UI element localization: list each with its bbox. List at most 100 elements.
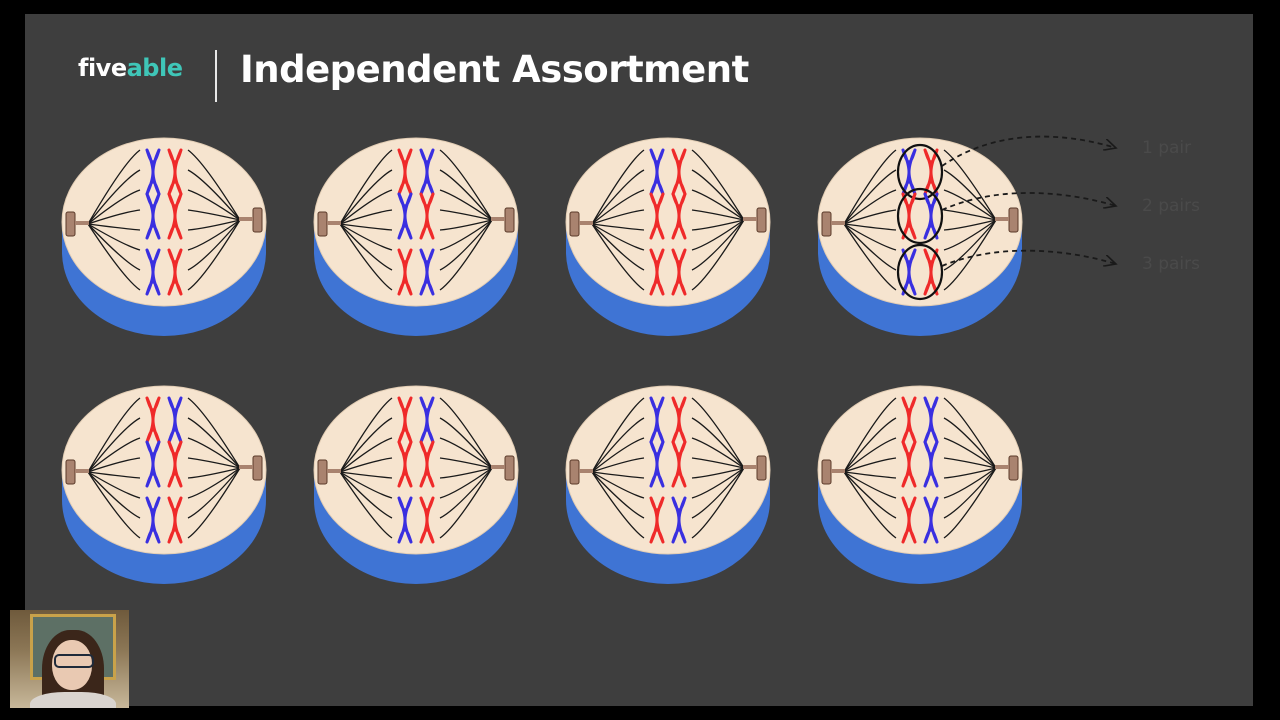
webcam-presenter-glasses [54,654,94,668]
spindle-fiber [943,467,997,499]
spindle-fiber [943,219,997,231]
spindle-fiber [187,467,241,479]
spindle-fiber [439,219,493,271]
spindle-fiber [591,397,645,473]
spindle-fiber [691,219,745,251]
spindle-fiber [87,397,141,473]
chromosome [145,248,161,296]
cell-cytoplasm [817,137,1023,307]
chromosome [145,440,161,488]
spindle-fiber [943,219,997,271]
spindle-fiber [691,457,745,469]
centrosome-stalk [831,221,845,225]
spindle-fiber [691,397,745,469]
spindle-fiber [187,169,241,221]
centrosome-stalk [327,469,341,473]
chromosome [649,396,665,444]
centrosome-stalk [995,217,1009,221]
spindle-fiber [943,467,997,519]
spindle-fiber [943,467,997,539]
cell-8 [817,385,1023,584]
chromosome [649,248,665,296]
centrosome-stalk [579,469,593,473]
fiveable-logo: fiveable [78,54,183,82]
centrosome [821,211,832,237]
chromosome [397,440,413,488]
spindle-fiber [691,209,745,221]
pair-circle [896,187,944,245]
spindle-fiber [843,417,897,473]
chromosome [419,396,435,444]
pair-arrow [941,135,1116,167]
spindle-fiber [339,223,393,291]
spindle-fiber [87,209,141,225]
spindle-fiber [439,149,493,221]
cell-1 [61,137,267,336]
logo-text-five: five [78,54,127,82]
spindle-fiber [843,471,897,519]
chromosome [923,396,939,444]
pair-circle [896,143,944,201]
chromosome [397,148,413,196]
spindle-fiber [691,437,745,469]
chromosome [901,148,917,196]
spindle-fiber [439,467,493,539]
chromosome [649,148,665,196]
spindle-fiber [439,467,493,479]
centrosome [65,459,76,485]
centrosome [1008,207,1019,233]
chromosome [167,248,183,296]
cell-cytoplasm [565,137,771,307]
spindle-fiber [87,223,141,271]
pair-arrow [941,249,1116,266]
spindle-fiber [591,457,645,473]
chromosome [397,496,413,544]
cell-7 [565,385,771,584]
pair-label: 3 pairs [1142,254,1200,274]
chromosome [419,496,435,544]
spindle-fiber [943,457,997,469]
pair-label: 1 pair [1142,138,1191,158]
chromosome [671,192,687,240]
pair-circle [896,243,944,301]
spindle-fiber [691,467,745,499]
centrosome-stalk [743,465,757,469]
spindle-fiber [843,457,897,473]
chromosome [167,496,183,544]
spindle-fiber [187,467,241,499]
spindle-fiber [87,457,141,473]
spindle-fiber [691,189,745,221]
spindle-fiber [339,471,393,539]
spindle-fiber [187,219,241,271]
chromosome [419,148,435,196]
spindle-fiber [691,149,745,221]
webcam-presenter-shirt [30,692,116,708]
spindle-fiber [339,397,393,473]
cell-cytoplasm [313,137,519,307]
spindle-fiber [439,209,493,221]
chromosome [901,496,917,544]
spindle-fiber [339,471,393,499]
centrosome-stalk [327,221,341,225]
centrosome [569,211,580,237]
chromosome [145,496,161,544]
chromosome [397,192,413,240]
cell-cytoplasm [565,385,771,555]
spindle-fiber [843,471,897,499]
chromosome [145,396,161,444]
spindle-fiber [591,417,645,473]
centrosome [317,211,328,237]
spindle-fiber [339,223,393,251]
spindle-fiber [187,467,241,519]
spindle-fiber [943,397,997,469]
centrosome-stalk [239,465,253,469]
spindle-fiber [87,223,141,251]
centrosome [504,455,515,481]
spindle-fiber [187,219,241,291]
spindle-fiber [339,189,393,225]
chromosome [167,148,183,196]
spindle-fiber [943,149,997,221]
spindle-fiber [339,457,393,473]
cell-2 [313,137,519,336]
